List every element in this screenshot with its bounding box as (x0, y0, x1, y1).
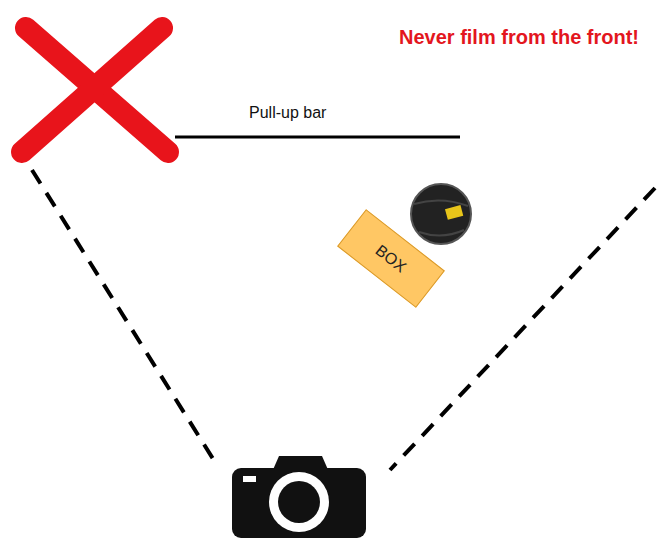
camera-lens (278, 481, 320, 523)
camera-body (232, 468, 366, 538)
ball-seam (414, 200, 468, 206)
camera-flash (243, 476, 256, 482)
box-label: BOX (372, 240, 410, 275)
camera-lens-ring (269, 472, 329, 532)
camera-icon (232, 456, 366, 538)
red-cross (22, 28, 168, 152)
ball-badge (445, 205, 463, 220)
ball-body (411, 184, 471, 244)
ball-seam (419, 230, 464, 236)
warning-title: Never film from the front! (399, 26, 639, 49)
part-label: Pull-up bar (249, 104, 326, 122)
view-line (32, 170, 215, 462)
medicine-ball (411, 184, 471, 244)
pull-up-bar (175, 136, 460, 139)
cross-stroke (22, 28, 162, 152)
